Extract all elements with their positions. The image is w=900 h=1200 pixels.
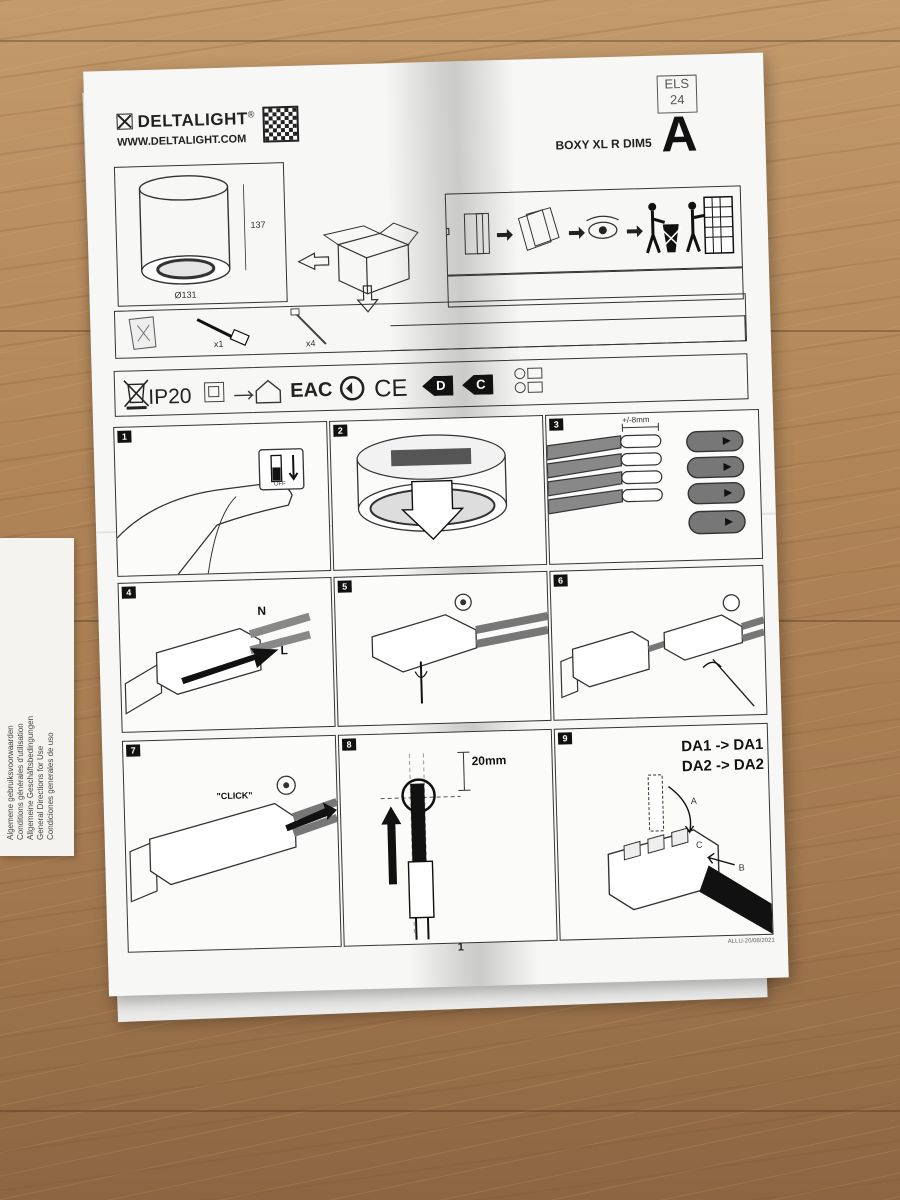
off-label: OFF [273,481,286,488]
strip-length-label: +/-8mm [622,414,650,425]
parts-illustration [128,308,327,350]
downlight-illustration [138,175,247,285]
wood-plank-seam [0,40,900,42]
ip-rating: IP20 [148,384,192,409]
document-code: ALLU-20/08/2021 [727,937,775,946]
label-a: A [690,795,697,806]
side-sheet [0,538,74,856]
height-label: 137 [250,219,266,231]
els-stamp-top: ELS [664,75,690,92]
cable-tie-qty: x4 [305,338,316,349]
step-3-panel: 3 [544,408,764,565]
step-8-illustration [380,751,471,940]
product-dimensions-panel: 137 Ø131 [113,162,288,307]
brand-x-icon [116,113,133,130]
offset-label: 20mm [471,753,507,769]
step-2-panel: 2 [329,414,548,571]
mapping-line-2: DA2 -> DA2 [681,755,765,776]
side-line: Conditions générales d'utilisation [16,723,25,840]
label-c: C [695,839,703,850]
recycling-steps-illustration [421,195,735,255]
brand-name: DELTALIGHT [137,109,248,132]
side-sheet-text: Algemene gebruiksvoorwaarden Conditions … [6,620,66,850]
side-line: Allgemeine Geschäftsbedingungen [26,715,35,840]
step-7-panel: 7 "CLICK" [121,734,342,953]
step-6-illustration [560,594,766,707]
qr-code-icon [262,105,300,143]
step-1-illustration [116,448,305,575]
packaging-box-illustration [297,222,419,313]
indoor-use-icon [234,379,282,404]
step-5-panel: 5 [333,570,552,727]
step-9-illustration [607,774,773,934]
variant-letter: A [660,105,699,163]
step-5-illustration [371,593,549,704]
step-1-panel: 1 OFF [113,421,332,577]
side-line: General Directions for Use [36,745,45,840]
website-url: WWW.DELTALIGHT.COM [117,133,247,149]
live-label: L [280,643,288,658]
recycling-panel [421,185,743,276]
eac-mark: EAC [289,378,333,403]
wood-plank-seam [0,1110,900,1112]
diameter-label: Ø131 [174,289,197,301]
ce-mark: CE [373,374,408,403]
step-9-panel: 9 DA1 -> DA1 DA2 -> DA2 A B C [553,722,774,941]
step-3-illustration [546,422,746,535]
label-b: B [738,862,745,873]
side-line: Algemene gebruiksvoorwaarden [6,725,15,840]
step-6-panel: 6 [549,564,768,721]
step-4-illustration [124,612,312,715]
connector-qty: x1 [213,338,224,350]
brand-logo: DELTALIGHT® [116,109,255,133]
step-2-illustration [356,434,508,541]
model-name: BOXY XL R DIM5 [555,135,652,153]
brand-mark: ® [247,109,255,120]
side-line: Condiciones generales de uso [46,732,55,840]
page-number: 1 [457,941,465,954]
neutral-label: N [257,603,267,619]
click-label: "CLICK" [216,790,253,802]
ukca-style-icon [339,376,365,401]
step-8-panel: 8 20mm [337,728,558,947]
parts-panel: x1 x4 [113,293,748,359]
step-7-illustration [129,775,339,903]
class-ii-icon [203,381,225,403]
mapping-line-1: DA1 -> DA1 [681,735,764,756]
info-symbols-icon [514,367,543,394]
weee-bin-icon [123,379,150,410]
step-4-panel: 4 N L [117,576,336,733]
instruction-sheet: DELTALIGHT® WWW.DELTALIGHT.COM ELS 24 BO… [83,52,789,997]
